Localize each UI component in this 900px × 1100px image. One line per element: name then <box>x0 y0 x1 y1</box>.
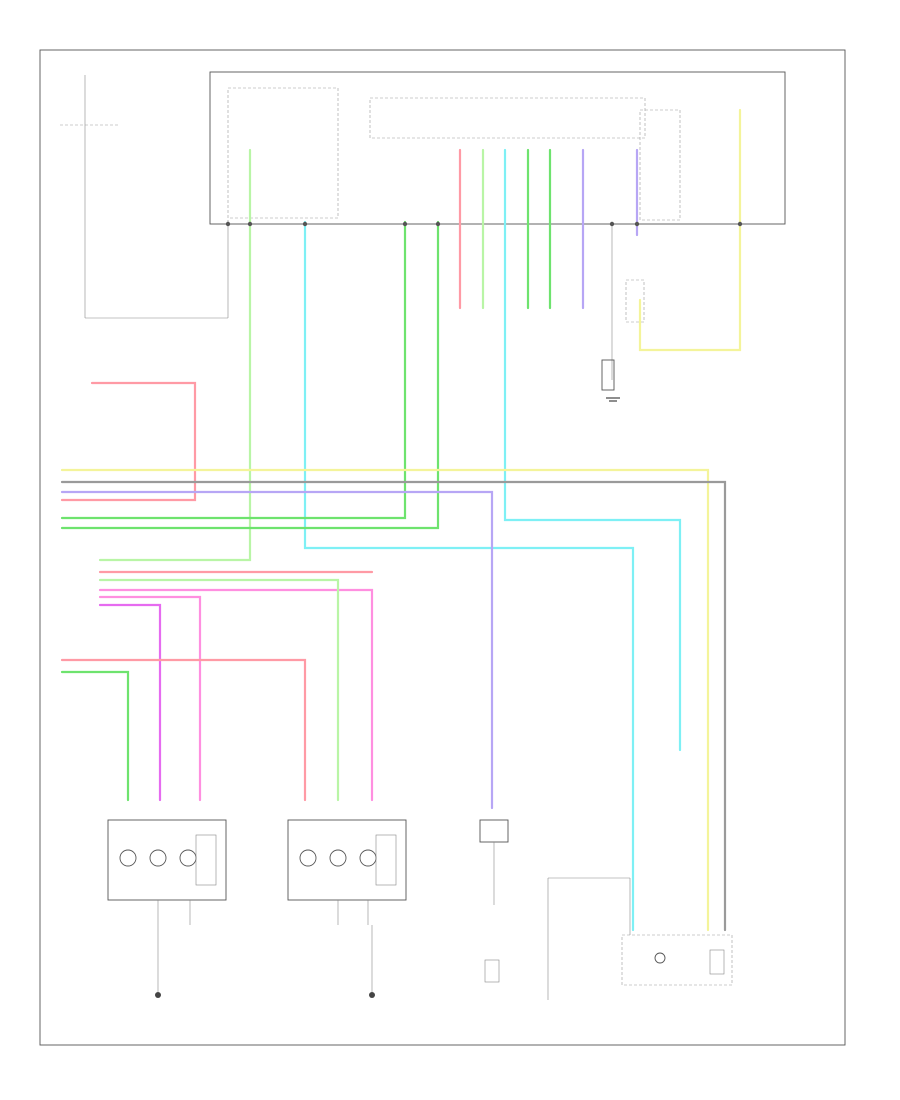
wire-harness <box>60 108 742 932</box>
terminal-dot-5 <box>609 221 615 227</box>
wire-green-11 <box>60 220 440 530</box>
right-headlamp-assembly <box>287 819 407 925</box>
wire-red-21 <box>60 658 307 802</box>
wire-pink-20 <box>98 595 202 802</box>
wire-green-22 <box>60 670 130 802</box>
terminal-dot-0 <box>225 221 231 227</box>
wire-cyan-2 <box>503 148 682 752</box>
wire-cyan-9 <box>303 220 635 932</box>
wire-gray-14 <box>60 480 727 932</box>
wire-lightgreen-18 <box>98 578 340 802</box>
ground-symbol <box>601 226 620 402</box>
switch-connector <box>625 279 645 323</box>
left-headlamp-assembly <box>107 819 227 925</box>
right-ground-symbol <box>369 925 375 998</box>
headlamp-cleaner-assembly <box>547 877 733 1000</box>
connector-terminals <box>225 221 743 227</box>
terminal-dot-4 <box>435 221 441 227</box>
relay-block <box>227 87 339 219</box>
headlamp-relay-block <box>369 97 646 139</box>
wire-lightgreen-8 <box>98 148 252 562</box>
control-unit-box <box>209 71 786 225</box>
fuse-block <box>60 75 229 319</box>
tail-lamp-indicator <box>479 819 509 983</box>
wire-yellow-13 <box>60 468 710 932</box>
left-ground-symbol <box>155 925 161 998</box>
terminal-dot-1 <box>247 221 253 227</box>
wire-red-12 <box>60 381 197 502</box>
wire-pink-16 <box>98 588 374 802</box>
terminal-dot-6 <box>634 221 640 227</box>
terminal-dot-7 <box>737 221 743 227</box>
wire-yellow-7 <box>638 108 742 352</box>
wire-violet-15 <box>60 490 494 810</box>
terminal-dot-3 <box>402 221 408 227</box>
wire-green-10 <box>60 220 407 520</box>
wire-magenta-19 <box>98 603 162 802</box>
diagram-border <box>39 49 846 1046</box>
terminal-dot-2 <box>302 221 308 227</box>
tail-relay-block <box>639 109 681 221</box>
